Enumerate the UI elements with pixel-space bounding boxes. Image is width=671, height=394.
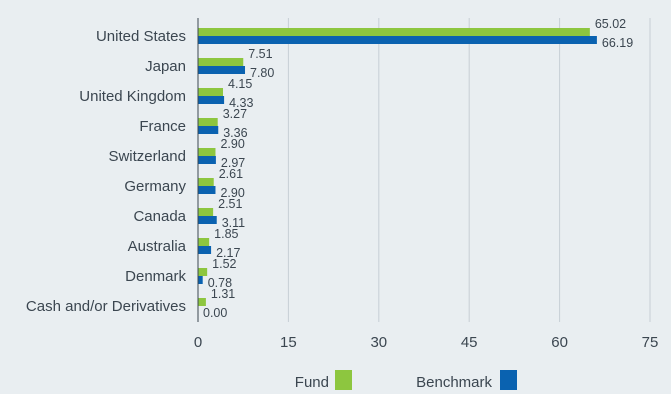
fund-value-label: 65.02 [595, 17, 626, 31]
fund-value-label: 4.15 [228, 77, 252, 91]
category-label: Australia [128, 238, 187, 255]
category-label: Cash and/or Derivatives [26, 298, 186, 315]
benchmark-value-label: 0.00 [203, 306, 227, 320]
x-tick-label: 45 [461, 334, 478, 351]
benchmark-value-label: 4.33 [229, 96, 253, 110]
fund-value-label: 1.85 [214, 227, 238, 241]
fund-value-label: 2.51 [218, 197, 242, 211]
fund-bar [198, 238, 210, 246]
benchmark-value-label: 2.97 [221, 156, 245, 170]
bars [198, 28, 597, 306]
category-label: United States [96, 28, 186, 45]
category-label: Switzerland [108, 148, 186, 165]
x-tick-label: 15 [280, 334, 297, 351]
benchmark-bar [198, 246, 212, 254]
grid-lines [287, 18, 651, 322]
benchmark-bar [198, 96, 225, 104]
benchmark-bar [198, 186, 216, 194]
x-tick-label: 0 [194, 334, 202, 351]
fund-bar [198, 118, 218, 126]
benchmark-value-label: 7.80 [250, 66, 274, 80]
fund-value-label: 2.90 [220, 137, 244, 151]
benchmark-bar [198, 66, 246, 74]
benchmark-bar [198, 156, 216, 164]
fund-value-label: 7.51 [248, 47, 272, 61]
x-tick-label: 30 [370, 334, 387, 351]
legend: Fund Benchmark [295, 370, 517, 391]
benchmark-value-label: 2.17 [216, 246, 240, 260]
fund-value-label: 1.52 [212, 257, 236, 271]
fund-bar [198, 298, 206, 306]
fund-bar [198, 208, 214, 216]
category-label: Denmark [125, 268, 186, 285]
category-label: France [139, 118, 186, 135]
legend-label: Fund [295, 374, 329, 391]
category-label: Canada [133, 208, 186, 225]
fund-bar [198, 58, 244, 66]
benchmark-value-label: 3.36 [223, 126, 247, 140]
fund-bar [198, 88, 224, 96]
benchmark-bar [198, 276, 203, 284]
fund-bar [198, 28, 590, 36]
category-label: United Kingdom [79, 88, 186, 105]
fund-bar [198, 148, 216, 156]
fund-bar [198, 178, 214, 186]
fund-bar [198, 268, 208, 276]
fund-value-label: 3.27 [223, 107, 247, 121]
legend-swatch [335, 370, 352, 390]
category-label: Japan [145, 58, 186, 75]
benchmark-bar [198, 36, 597, 44]
fund-value-label: 1.31 [211, 287, 235, 301]
legend-swatch [500, 370, 517, 390]
benchmark-bar [198, 216, 217, 224]
category-label: Germany [124, 178, 186, 195]
benchmark-value-label: 66.19 [602, 36, 633, 50]
benchmark-value-label: 3.11 [222, 216, 245, 230]
benchmark-bar [198, 126, 219, 134]
x-tick-label: 60 [551, 334, 568, 351]
legend-label: Benchmark [416, 374, 492, 391]
benchmark-value-label: 0.78 [208, 276, 232, 290]
x-tick-label: 75 [642, 334, 659, 351]
benchmark-value-label: 2.90 [220, 186, 244, 200]
fund-value-label: 2.61 [219, 167, 243, 181]
